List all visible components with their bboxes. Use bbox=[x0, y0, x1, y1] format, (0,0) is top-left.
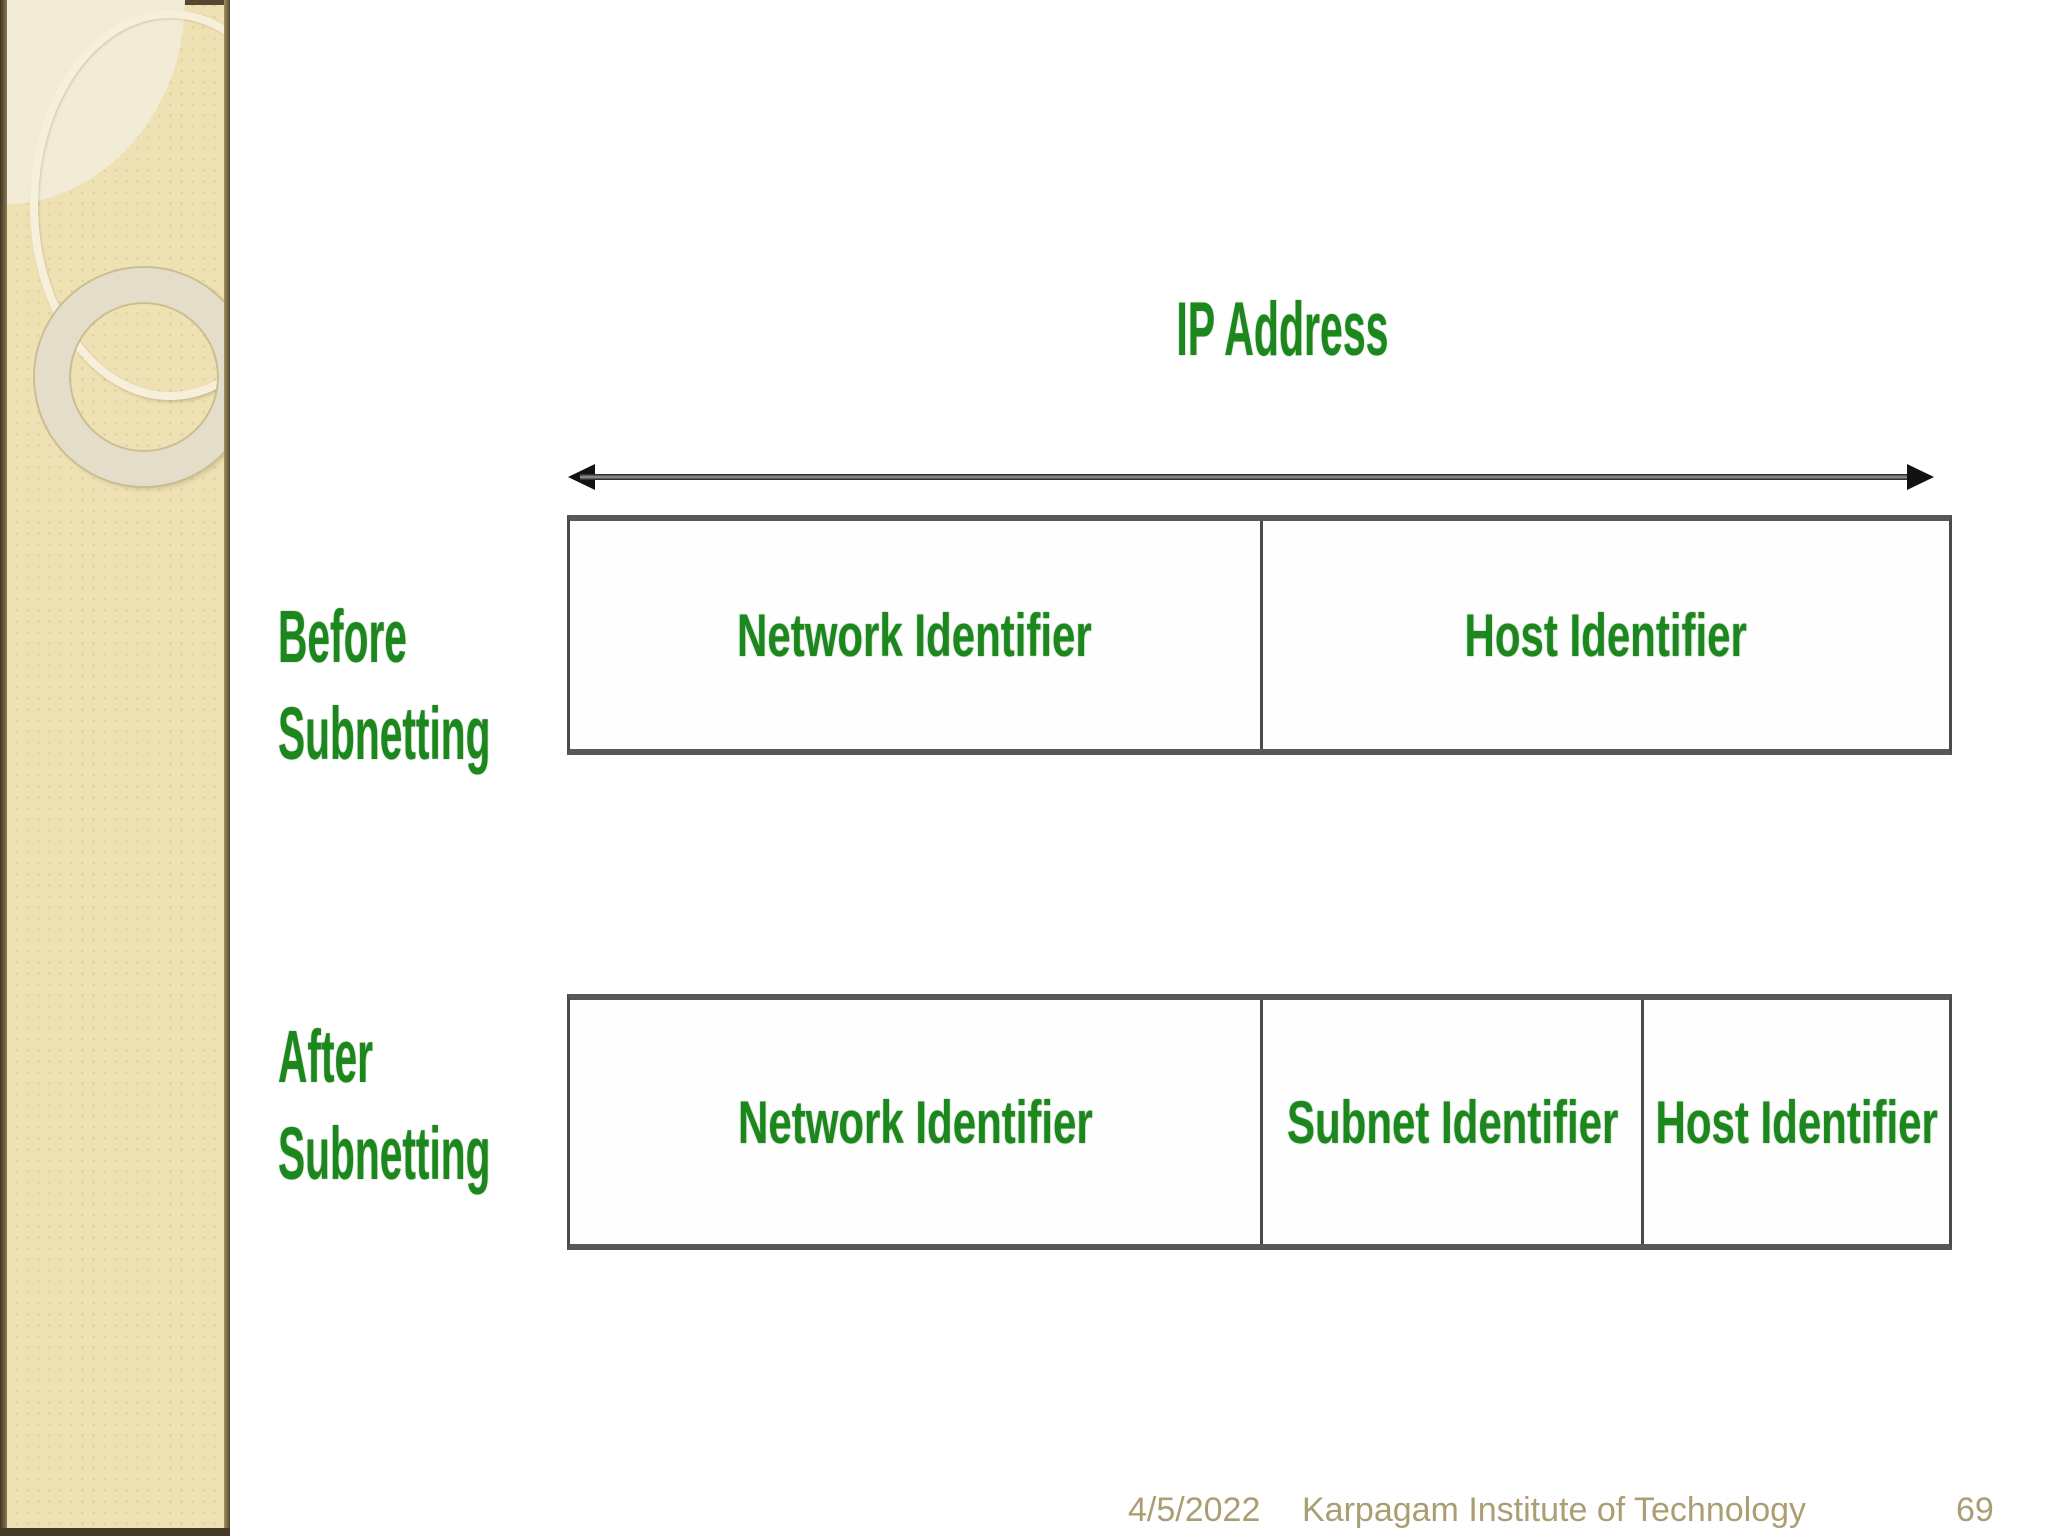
after-subnetting-box: Network Identifier Subnet Identifier Hos… bbox=[567, 994, 1952, 1250]
after-label-line1: After bbox=[278, 1015, 373, 1098]
after-subnetting-label: After Subnetting bbox=[278, 1008, 664, 1202]
before-network-identifier-text: Network Identifier bbox=[737, 601, 1093, 669]
after-network-identifier-text: Network Identifier bbox=[737, 1088, 1093, 1156]
diagram-title-text: IP Address bbox=[1176, 287, 1389, 372]
arrow-shaft bbox=[580, 474, 1922, 480]
ip-address-span-arrow bbox=[568, 464, 1934, 490]
before-host-identifier-cell: Host Identifier bbox=[1259, 521, 1950, 749]
footer-page-number: 69 bbox=[1956, 1491, 1994, 1529]
before-host-identifier-text: Host Identifier bbox=[1464, 601, 1747, 669]
thick-ring-ornament bbox=[35, 268, 230, 486]
arrow-right-tip-icon bbox=[1907, 464, 1934, 490]
before-subnetting-box: Network Identifier Host Identifier bbox=[567, 515, 1952, 755]
sidebar-left-edge bbox=[0, 0, 7, 1536]
sidebar-right-edge bbox=[224, 0, 230, 1536]
footer-date: 4/5/2022 bbox=[1128, 1491, 1261, 1529]
before-network-identifier-cell: Network Identifier bbox=[570, 521, 1260, 749]
after-host-identifier-cell: Host Identifier bbox=[1641, 1000, 1949, 1244]
after-subnet-identifier-cell: Subnet Identifier bbox=[1260, 1000, 1641, 1244]
diagram-title: IP Address bbox=[1086, 292, 1388, 368]
before-subnetting-label: Before Subnetting bbox=[278, 588, 664, 782]
before-label-line1: Before bbox=[278, 595, 407, 678]
after-label-line2: Subnetting bbox=[278, 1112, 491, 1195]
after-subnet-identifier-text: Subnet Identifier bbox=[1286, 1088, 1619, 1156]
sidebar-bottom-edge bbox=[0, 1528, 230, 1536]
before-label-line2: Subnetting bbox=[278, 692, 491, 775]
after-network-identifier-cell: Network Identifier bbox=[570, 1000, 1260, 1244]
footer-institution: Karpagam Institute of Technology bbox=[1302, 1491, 1807, 1529]
decorative-sidebar bbox=[0, 0, 230, 1536]
after-host-identifier-text: Host Identifier bbox=[1655, 1088, 1938, 1156]
